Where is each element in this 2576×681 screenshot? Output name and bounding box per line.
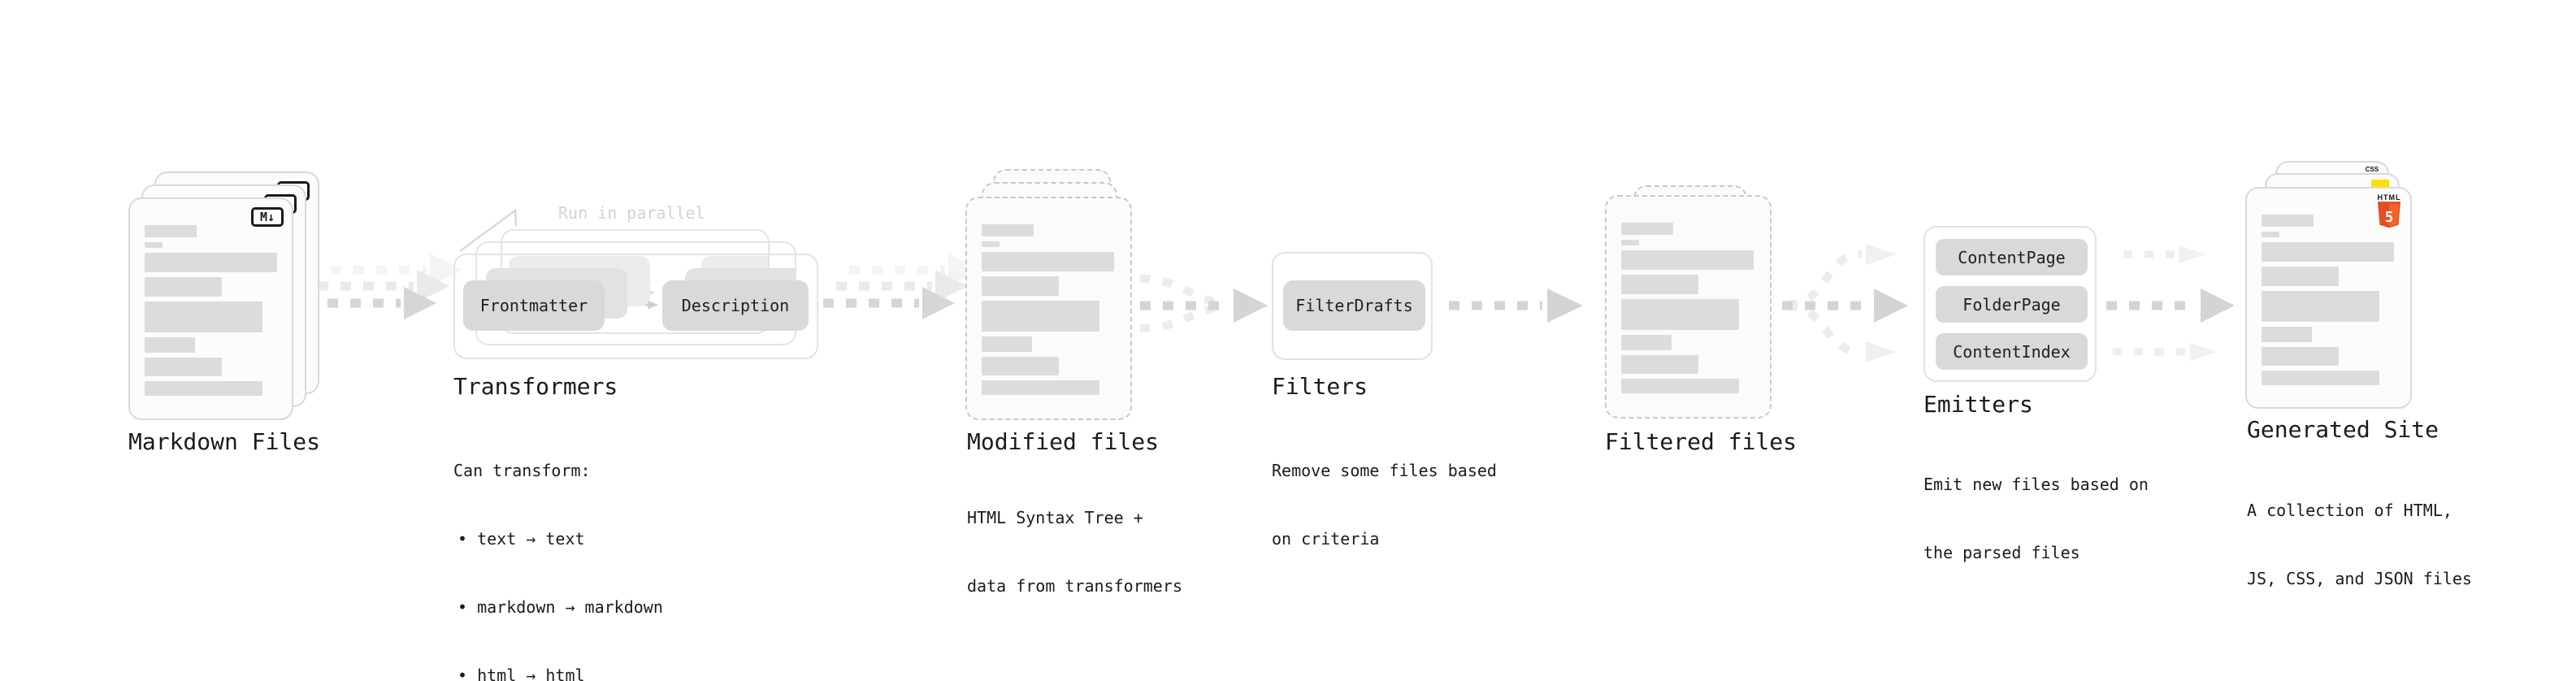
text-line-placeholder — [982, 276, 1059, 296]
markdown-icon: M↓ — [251, 207, 284, 227]
transformer-layer-front: Frontmatter Description — [453, 254, 818, 359]
text-line-placeholder — [982, 301, 1099, 332]
transformers-bullet: • html → html — [458, 666, 585, 681]
text-line-placeholder — [145, 253, 277, 272]
text-line-placeholder — [2262, 347, 2339, 366]
transformer-frontmatter-box: Frontmatter — [463, 280, 605, 331]
transformer-frontmatter-label: Frontmatter — [479, 296, 588, 315]
markdown-files-label: Markdown Files — [128, 428, 321, 455]
filters-description: Remove some files based — [1272, 461, 1497, 480]
filters-description: on criteria — [1272, 529, 1380, 549]
generated-html-file-card: HTML 5 — [2245, 187, 2412, 409]
modified-files-label: Modified files — [967, 428, 1160, 455]
html5-icon-word: HTML — [2377, 193, 2401, 202]
text-line-placeholder — [2262, 232, 2279, 237]
arrow-transformers-to-modified — [823, 254, 981, 319]
text-line-placeholder — [2262, 327, 2312, 342]
run-in-parallel-note: Run in parallel — [558, 203, 705, 223]
filter-drafts-label: FilterDrafts — [1295, 296, 1413, 315]
text-line-placeholder — [145, 242, 163, 248]
text-line-placeholder — [1621, 299, 1739, 330]
text-line-placeholder — [145, 225, 197, 237]
markdown-file-card-front: M↓ — [128, 197, 293, 420]
text-line-placeholder — [1621, 223, 1673, 235]
emitter-content-index: ContentIndex — [1936, 333, 2088, 370]
text-line-placeholder — [1621, 275, 1698, 294]
transformers-title: Transformers — [453, 373, 618, 400]
arrow-markdown-to-transformers — [305, 254, 462, 319]
text-line-placeholder — [145, 301, 262, 332]
emitters-title: Emitters — [1923, 391, 2033, 418]
transformer-description-box: Description — [662, 280, 809, 331]
modified-files-description: data from transformers — [967, 576, 1182, 596]
svg-text:5: 5 — [2385, 209, 2394, 226]
text-line-placeholder — [2262, 242, 2394, 262]
file-content-placeholder — [145, 225, 279, 401]
text-line-placeholder — [145, 381, 262, 396]
text-line-placeholder — [2262, 291, 2379, 322]
filtered-files-label: Filtered files — [1605, 428, 1798, 455]
text-line-placeholder — [982, 241, 1000, 247]
run-in-parallel-leader-line — [459, 208, 518, 253]
text-line-placeholder — [1621, 335, 1672, 350]
arrow-filtered-to-emitters — [1782, 244, 1908, 362]
modified-file-card-front — [965, 197, 1132, 420]
filter-drafts-box: FilterDrafts — [1283, 280, 1425, 331]
html5-icon: HTML 5 — [2376, 193, 2402, 232]
filters-panel: FilterDrafts — [1272, 252, 1433, 360]
file-content-placeholder — [2262, 215, 2397, 390]
arrow-filters-to-filtered — [1449, 288, 1583, 323]
generated-site-description: A collection of HTML, — [2247, 501, 2452, 520]
filtered-file-card-front — [1605, 195, 1772, 419]
emitter-label: ContentPage — [1958, 247, 2066, 267]
emitter-label: FolderPage — [1962, 294, 2061, 314]
text-line-placeholder — [145, 277, 222, 297]
text-line-placeholder — [1621, 240, 1639, 245]
text-line-placeholder — [2262, 371, 2379, 385]
modified-files-description: HTML Syntax Tree + — [967, 508, 1143, 527]
transformers-bullet: • text → text — [458, 529, 585, 549]
transformer-description-label: Description — [681, 296, 790, 315]
emitters-description: Emit new files based on — [1923, 475, 2149, 494]
arrow-emitters-to-generated — [2106, 245, 2235, 361]
text-line-placeholder — [2262, 267, 2339, 286]
text-line-placeholder — [145, 358, 222, 376]
text-line-placeholder — [982, 224, 1034, 236]
html5-shield: 5 — [2377, 202, 2401, 228]
generated-site-label: Generated Site — [2247, 416, 2439, 443]
emitter-content-page: ContentPage — [1936, 239, 2088, 275]
text-line-placeholder — [1621, 379, 1739, 393]
file-content-placeholder — [982, 224, 1117, 400]
emitters-panel: ContentPage FolderPage ContentIndex — [1923, 226, 2097, 382]
text-line-placeholder — [1621, 250, 1754, 270]
transformers-description: Can transform: — [453, 461, 591, 480]
emitter-label: ContentIndex — [1953, 341, 2071, 362]
arrow-modified-to-filters — [1139, 275, 1268, 332]
generated-site-description: JS, CSS, and JSON files — [2247, 569, 2472, 588]
text-line-placeholder — [982, 380, 1099, 395]
text-line-placeholder — [145, 337, 195, 353]
text-line-placeholder — [982, 357, 1059, 375]
emitter-folder-page: FolderPage — [1936, 286, 2088, 323]
emitters-description: the parsed files — [1923, 543, 2080, 562]
text-line-placeholder — [982, 252, 1114, 271]
text-line-placeholder — [1621, 355, 1698, 374]
filters-title: Filters — [1272, 373, 1368, 400]
text-line-placeholder — [2262, 215, 2314, 227]
transformers-bullet: • markdown → markdown — [458, 597, 663, 617]
text-line-placeholder — [982, 336, 1032, 352]
file-content-placeholder — [1621, 223, 1757, 398]
